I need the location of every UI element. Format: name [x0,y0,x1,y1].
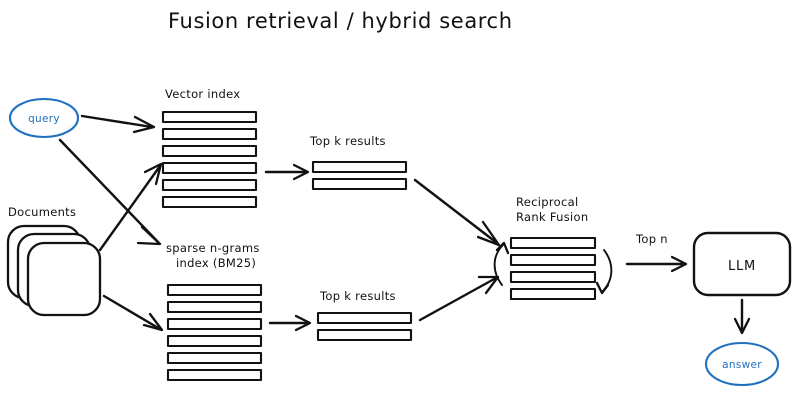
sparse-index-bar [166,300,263,314]
sparse-index-bar [166,317,263,331]
top-k-dense-bar [311,177,408,191]
documents-sheet-front [26,241,102,317]
node-top-k-sparse-label: Top k results [319,289,396,303]
node-reciprocal-rank-fusion: Reciprocal Rank Fusion [493,195,613,301]
edge-label-top-n: Top n [635,232,668,246]
vector-index-bar [161,161,258,175]
node-fusion-label-line2: Rank Fusion [516,210,588,224]
node-vector-index: Vector index [161,87,258,209]
vector-index-bar [161,110,258,124]
sparse-index-bar [166,351,263,365]
fusion-bar [509,287,597,301]
edge-query-to-vector-index [80,114,156,134]
fusion-bar [509,253,597,267]
node-documents: Documents [6,205,102,317]
edge-top-k-dense-to-fusion [413,178,501,247]
sparse-index-bar [166,334,263,348]
node-answer-label: answer [722,359,762,371]
top-k-dense-bar [311,160,408,174]
node-vector-index-label: Vector index [165,87,240,101]
edge-sparse-index-to-top-k-sparse [268,314,312,332]
sparse-index-bar [166,283,263,297]
vector-index-bar [161,195,258,209]
node-sparse-index: sparse n-grams index (BM25) [166,241,263,382]
node-answer: answer [704,341,780,387]
vector-index-bar [161,144,258,158]
fusion-bar [509,236,597,250]
edge-top-k-sparse-to-fusion [418,275,500,322]
edge-vector-index-to-top-k-dense [264,163,310,181]
top-k-sparse-bar [316,311,413,325]
edge-fusion-to-llm: Top n [625,232,688,273]
node-top-k-dense-label: Top k results [309,134,386,148]
sparse-index-bar [166,368,263,382]
node-llm-label: LLM [728,259,756,274]
node-fusion-label-line1: Reciprocal [516,195,578,209]
vector-index-bar [161,127,258,141]
node-llm: LLM [692,231,792,297]
fusion-bar [509,270,597,284]
node-sparse-index-label-line2: index (BM25) [176,256,256,270]
edge-llm-to-answer [733,298,751,335]
page-title: Fusion retrieval / hybrid search [168,9,513,33]
top-k-sparse-bar [316,328,413,342]
node-sparse-index-label-line1: sparse n-grams [166,241,260,255]
edge-documents-to-vector-index [98,162,163,252]
vector-index-bar [161,178,258,192]
node-documents-label: Documents [8,205,76,219]
edge-documents-to-sparse-index [102,294,164,332]
edge-query-to-sparse-index [58,138,162,246]
node-top-k-sparse: Top k results [316,289,413,342]
fusion-loop-arrow-left [493,241,510,286]
node-query-label: query [28,113,60,125]
node-top-k-dense: Top k results [309,134,408,191]
node-query: query [8,97,80,139]
fusion-loop-arrow-right [595,249,613,295]
